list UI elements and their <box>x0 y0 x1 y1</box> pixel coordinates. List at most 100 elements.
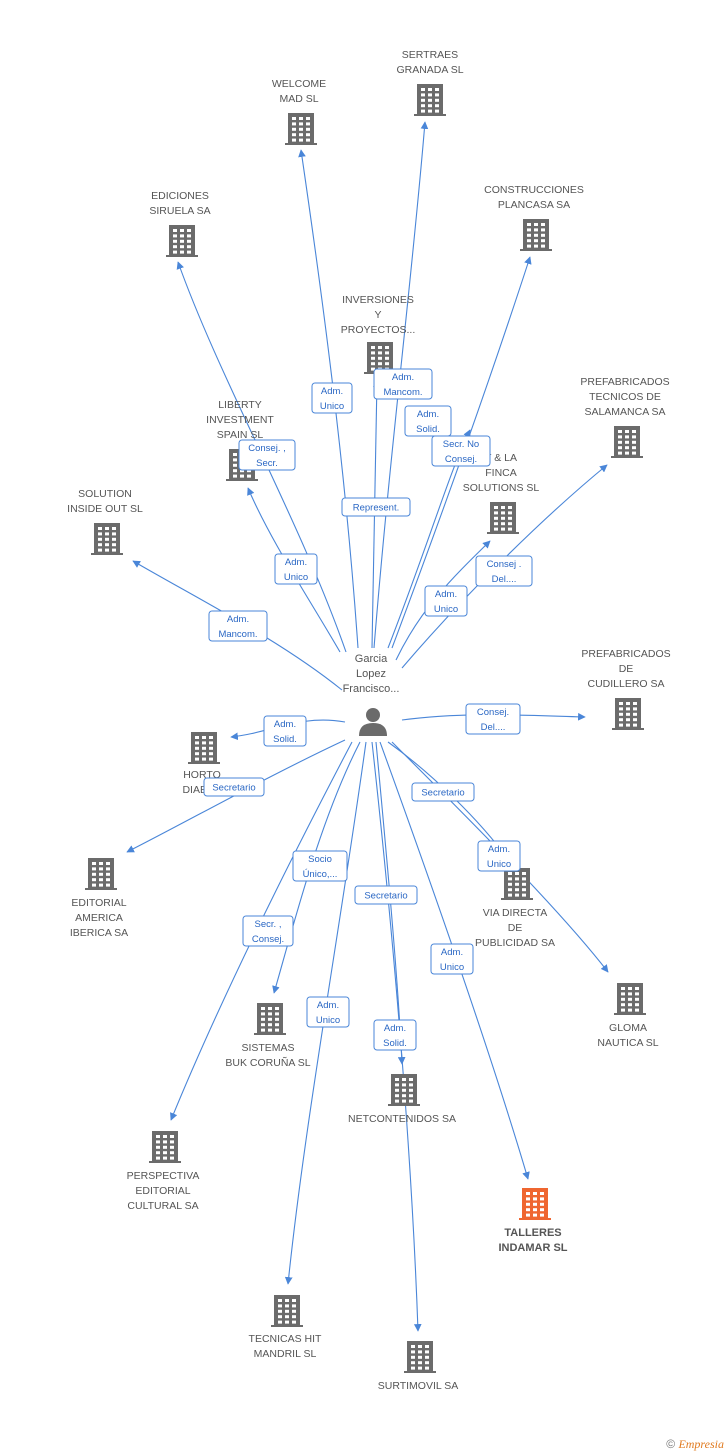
role-text: Adm. <box>417 409 439 420</box>
role-text: Adm. <box>317 1000 339 1011</box>
role-label-inversiones[interactable]: Represent. <box>341 497 411 517</box>
building-icon <box>91 523 123 555</box>
edge-to-editorial_america <box>126 739 346 853</box>
company-label-line: SALAMANCA SA <box>584 406 665 418</box>
role-text: Unico <box>487 859 511 870</box>
company-label-line: SPAIN SL <box>217 429 264 441</box>
role-label-prefab_salamanca[interactable]: Consej .Del.... <box>475 555 533 587</box>
role-label-gloma[interactable]: Adm. Unico <box>477 840 521 872</box>
building-icon <box>388 1074 420 1106</box>
role-text: Solid. <box>273 734 297 745</box>
role-label-finca[interactable]: Adm.Unico <box>424 585 468 617</box>
role-box <box>431 435 491 467</box>
company-label-line: CONSTRUCCIONES <box>484 184 584 196</box>
role-text: Secr. No <box>443 439 479 450</box>
company-label-line: GRANADA SL <box>396 64 463 76</box>
role-label-surtimovil[interactable]: Adm.Solid. <box>373 1019 417 1051</box>
company-label-line: DE <box>508 922 523 934</box>
role-label-solution[interactable]: Adm. Mancom. <box>208 610 268 642</box>
company-node-sertraes[interactable]: SERTRAES GRANADA SL <box>396 49 464 116</box>
company-label-line: IBERICA SA <box>70 927 128 939</box>
role-text: Mancom. <box>218 629 257 640</box>
company-label-line: SERTRAES <box>402 49 458 61</box>
role-box <box>292 850 348 882</box>
role-box <box>430 943 474 975</box>
company-label-line: EDICIONES <box>151 190 209 202</box>
company-label-line: INVESTMENT <box>206 414 274 426</box>
company-label-line: PREFABRICADOS <box>581 648 670 660</box>
role-label-horto[interactable]: Adm.Solid. <box>263 715 307 747</box>
role-label-talleres[interactable]: Adm.Unico <box>430 943 474 975</box>
role-label-construcciones[interactable]: Adm. Solid. <box>404 405 452 437</box>
role-label-ediciones[interactable]: Consej. ,Secr. <box>238 439 296 471</box>
role-text: Adm. <box>392 372 414 383</box>
role-label-sistemas[interactable]: SocioÚnico,... <box>292 850 348 882</box>
role-label-prefab_cudillero[interactable]: Consej.Del.... <box>465 703 521 735</box>
company-label-line: PUBLICIDAD SA <box>475 937 555 949</box>
company-label-line: TECNICAS HIT <box>249 1333 323 1345</box>
company-label-line: MAD SL <box>279 93 318 105</box>
role-label-liberty[interactable]: Adm. Unico <box>274 553 318 585</box>
role-label-netcontenidos[interactable]: Secretario <box>354 885 418 905</box>
company-label-line: INSIDE OUT SL <box>67 503 143 515</box>
company-label-line: SURTIMOVIL SA <box>378 1380 459 1392</box>
company-label: SERTRAES GRANADA SL <box>396 49 463 76</box>
role-box <box>354 885 418 905</box>
role-label-via_directa[interactable]: Secretario <box>411 782 475 802</box>
edge-to-welcome <box>298 149 359 649</box>
role-text: Adm. <box>285 557 307 568</box>
role-box <box>341 497 411 517</box>
role-text: Secretario <box>212 783 255 794</box>
company-node-surtimovil[interactable]: SURTIMOVIL SA <box>378 1341 459 1392</box>
role-box <box>477 840 521 872</box>
role-label-welcome[interactable]: Adm.Unico <box>311 382 353 414</box>
role-text: Socio <box>308 854 332 865</box>
edge-to-inversiones <box>371 379 381 649</box>
role-label-perspectiva[interactable]: Secr. ,Consej. <box>242 915 294 947</box>
building-icon <box>85 858 117 890</box>
building-icon <box>166 225 198 257</box>
building-icon <box>519 1188 551 1220</box>
role-text: Adm. <box>488 844 510 855</box>
role-box <box>373 368 433 400</box>
company-label-line: Y <box>374 309 381 321</box>
role-label-tecnicas[interactable]: Adm.Unico <box>306 996 350 1028</box>
company-label-line: BUK CORUÑA SL <box>225 1056 310 1069</box>
company-label-line: T & LA <box>485 452 517 464</box>
role-text: Adm. <box>227 614 249 625</box>
role-text: Unico <box>284 572 308 583</box>
role-label-sertraes[interactable]: Adm.Mancom. <box>373 368 433 400</box>
role-text: Adm. <box>441 947 463 958</box>
role-label-editorial_america[interactable]: Secretario <box>203 777 265 797</box>
company-node-netcontenidos[interactable]: NETCONTENIDOS SA <box>348 1074 456 1125</box>
role-text: Solid. <box>416 424 440 435</box>
